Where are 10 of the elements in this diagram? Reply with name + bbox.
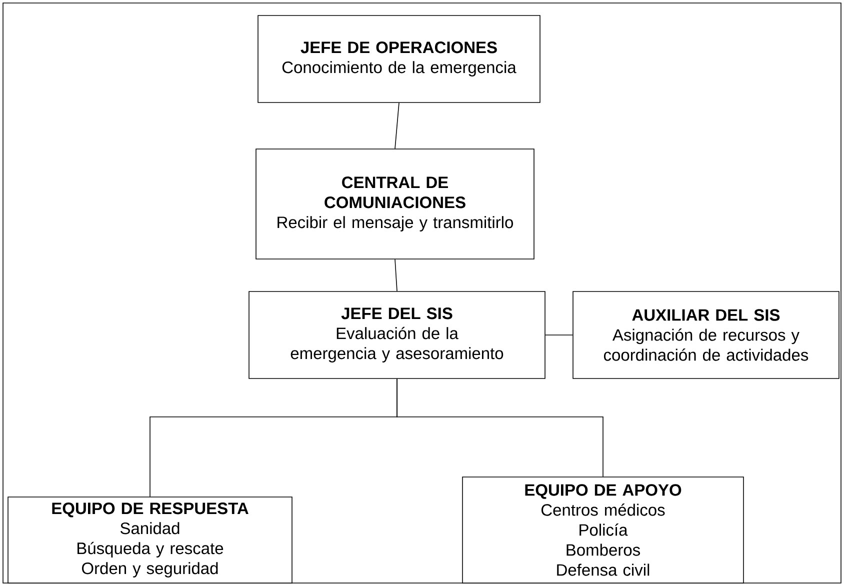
connector-line — [545, 334, 573, 336]
role-box: EQUIPO DE APOYO Centros médicos Policía Bomberos Defensa civil — [462, 476, 744, 584]
role-box: JEFE DEL SIS Evaluación de la emergencia y asesoramiento — [248, 291, 546, 379]
role-box: AUXILIAR DEL SIS Asignación de recursos y coordinación de actividades — [572, 291, 840, 379]
role-box: CENTRAL DE COMUNIACIONES Recibir el mensaje y transmitirlo — [256, 148, 534, 260]
connector-line — [394, 102, 400, 149]
connector-line — [396, 378, 604, 477]
role-box: JEFE DE OPERACIONES Conocimiento de la emergencia — [258, 15, 540, 103]
connector-line — [394, 259, 398, 292]
role-box: EQUIPO DE RESPUESTA Sanidad Búsqueda y rescate Orden y seguridad — [8, 496, 292, 584]
